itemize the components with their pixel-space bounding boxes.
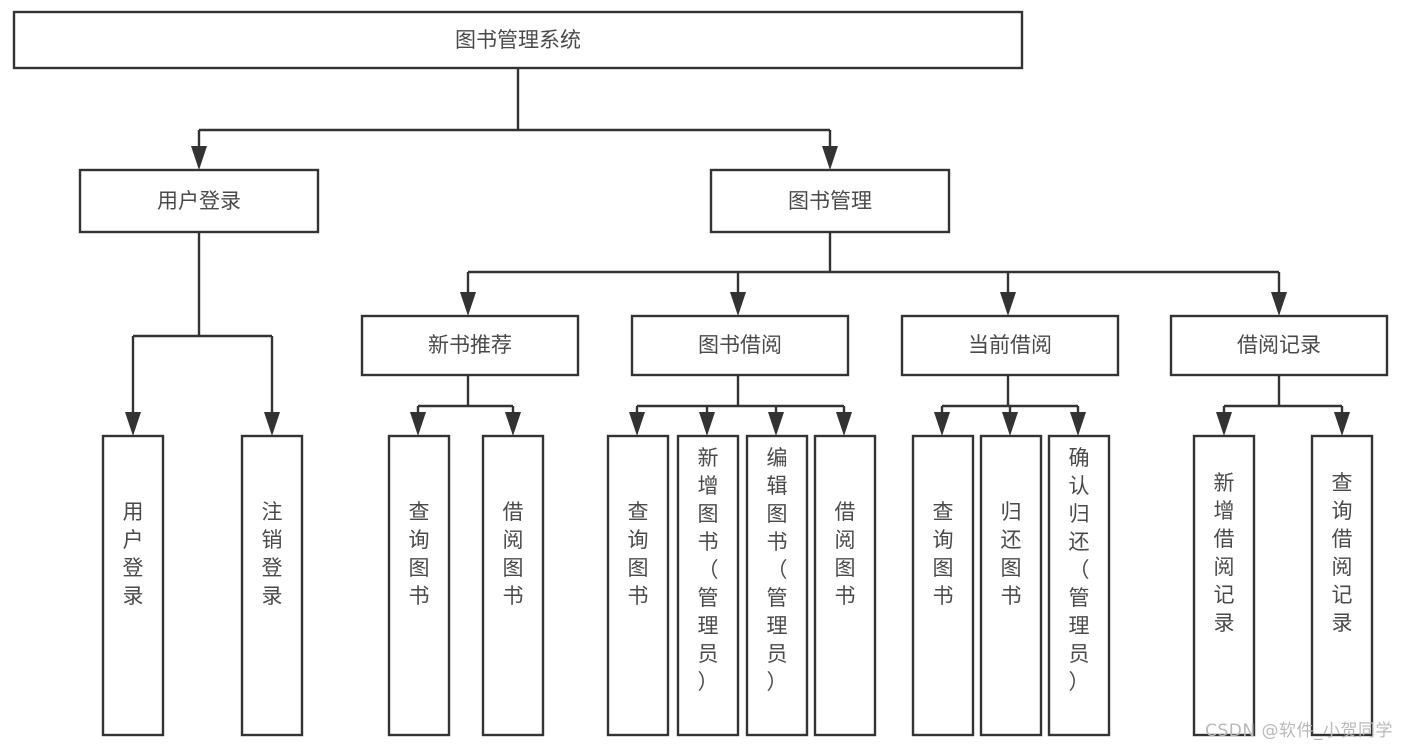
- connector-group-records: [1216, 375, 1350, 436]
- arrow-head-leaf11: [1070, 412, 1086, 436]
- node-newbook[interactable]: 新书推荐: [360, 314, 580, 377]
- connector-group-bookmgmt: [460, 232, 1287, 316]
- arrow-head-leaf1: [125, 412, 141, 436]
- node-records-box[interactable]: [1169, 314, 1389, 377]
- node-leaf1[interactable]: 用户登录: [101, 434, 165, 737]
- arrow-head-leaf9: [934, 412, 950, 436]
- node-bookmgmt-label: 图书管理: [788, 189, 872, 213]
- node-current[interactable]: 当前借阅: [900, 314, 1120, 377]
- arrow-head-leaf13: [1334, 412, 1350, 436]
- node-leaf2-box[interactable]: [240, 434, 304, 737]
- arrow-head-current: [1000, 292, 1016, 316]
- connector-group-current: [934, 375, 1086, 436]
- node-root-label: 图书管理系统: [455, 28, 581, 52]
- arrow-head-login: [191, 146, 207, 170]
- node-leaf12-label: 新增借阅记录: [1214, 471, 1235, 635]
- node-leaf9[interactable]: 查询图书: [911, 434, 975, 737]
- node-login-box[interactable]: [78, 168, 320, 234]
- node-leaf2-label: 注销登录: [262, 500, 283, 608]
- node-current-label: 当前借阅: [968, 333, 1052, 357]
- node-leaf3-box[interactable]: [387, 434, 451, 737]
- arrow-head-bookmgmt: [822, 146, 838, 170]
- arrow-head-leaf2: [264, 412, 280, 436]
- node-leaf11[interactable]: 确认归还（管理员）: [1047, 434, 1111, 737]
- node-leaf13-label: 查询借阅记录: [1332, 471, 1353, 635]
- node-leaf1-label: 用户登录: [123, 500, 144, 608]
- node-bookmgmt[interactable]: 图书管理: [709, 168, 951, 234]
- node-leaf9-box[interactable]: [911, 434, 975, 737]
- arrow-head-leaf6: [699, 412, 715, 436]
- node-root-box[interactable]: [12, 10, 1024, 70]
- node-leaf7-label: 编辑图书（管理员）: [767, 446, 788, 694]
- arrow-head-leaf5: [629, 412, 645, 436]
- node-leaf4[interactable]: 借阅图书: [481, 434, 545, 737]
- arrow-head-newbook: [460, 292, 476, 316]
- arrow-head-records: [1271, 292, 1287, 316]
- arrow-head-leaf4: [505, 412, 521, 436]
- csdn-watermark: CSDN @软件_小贺同学: [1205, 721, 1393, 741]
- connector-group-root: [191, 68, 838, 170]
- node-leaf4-label: 借阅图书: [503, 500, 524, 608]
- node-leaf2[interactable]: 注销登录: [240, 434, 304, 737]
- node-leaf12-box[interactable]: [1192, 434, 1256, 737]
- node-leaf4-box[interactable]: [481, 434, 545, 737]
- node-leaf10-box[interactable]: [979, 434, 1043, 737]
- node-newbook-box[interactable]: [360, 314, 580, 377]
- node-leaf5-box[interactable]: [606, 434, 670, 737]
- node-leaf13-box[interactable]: [1310, 434, 1374, 737]
- node-login-label: 用户登录: [157, 189, 241, 213]
- node-leaf6-box[interactable]: [676, 434, 740, 737]
- arrow-head-leaf8: [836, 412, 852, 436]
- arrow-head-leaf12: [1216, 412, 1232, 436]
- node-login[interactable]: 用户登录: [78, 168, 320, 234]
- node-leaf5[interactable]: 查询图书: [606, 434, 670, 737]
- node-leaf3[interactable]: 查询图书: [387, 434, 451, 737]
- node-leaf13[interactable]: 查询借阅记录: [1310, 434, 1374, 737]
- node-records-label: 借阅记录: [1237, 333, 1321, 357]
- node-borrow[interactable]: 图书借阅: [630, 314, 850, 377]
- node-current-box[interactable]: [900, 314, 1120, 377]
- arrow-head-leaf3: [410, 412, 426, 436]
- node-leaf1-box[interactable]: [101, 434, 165, 737]
- node-leaf7-box[interactable]: [745, 434, 809, 737]
- node-borrow-box[interactable]: [630, 314, 850, 377]
- node-borrow-label: 图书借阅: [698, 333, 782, 357]
- node-leaf8-label: 借阅图书: [835, 500, 856, 608]
- node-leaf10[interactable]: 归还图书: [979, 434, 1043, 737]
- node-leaf6-label: 新增图书（管理员）: [698, 446, 719, 694]
- node-leaf6[interactable]: 新增图书（管理员）: [676, 434, 740, 737]
- node-newbook-label: 新书推荐: [428, 333, 512, 357]
- node-leaf11-box[interactable]: [1047, 434, 1111, 737]
- node-leaf8[interactable]: 借阅图书: [813, 434, 877, 737]
- node-leaf7[interactable]: 编辑图书（管理员）: [745, 434, 809, 737]
- node-leaf12[interactable]: 新增借阅记录: [1192, 434, 1256, 737]
- node-leaf9-label: 查询图书: [933, 500, 954, 608]
- node-leaf10-label: 归还图书: [1001, 500, 1022, 608]
- node-leaf3-label: 查询图书: [409, 500, 430, 608]
- node-records[interactable]: 借阅记录: [1169, 314, 1389, 377]
- connector-group-borrow: [629, 375, 852, 436]
- node-leaf11-label: 确认归还（管理员）: [1069, 446, 1090, 694]
- arrow-head-borrow: [730, 292, 746, 316]
- arrow-head-leaf7: [768, 412, 784, 436]
- node-leaf5-label: 查询图书: [628, 500, 649, 608]
- arrow-head-leaf10: [1002, 412, 1018, 436]
- connector-group-login: [125, 232, 280, 436]
- node-root[interactable]: 图书管理系统: [12, 10, 1024, 70]
- node-leaf8-box[interactable]: [813, 434, 877, 737]
- node-bookmgmt-box[interactable]: [709, 168, 951, 234]
- connector-group-newbook: [410, 375, 521, 436]
